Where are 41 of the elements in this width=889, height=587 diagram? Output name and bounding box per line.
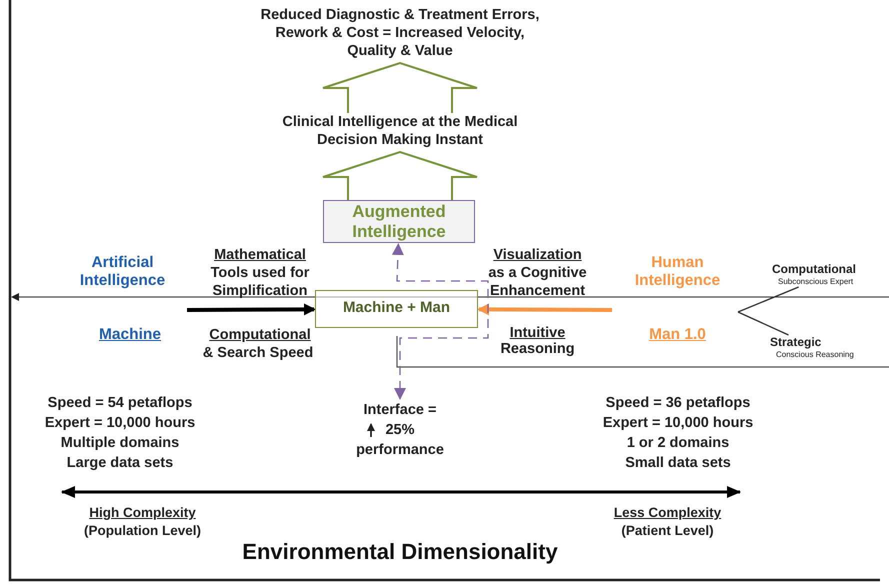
scale-sublabel: (Population Level) bbox=[82, 522, 202, 540]
stat-text: Large data sets bbox=[66, 454, 174, 472]
note-text: Interface = 25% performance bbox=[352, 400, 448, 460]
branch-line bbox=[738, 286, 799, 313]
heading-label: Visualization bbox=[492, 246, 583, 264]
category-label: Artificial Intelligence bbox=[78, 254, 166, 290]
category-label: Machine bbox=[98, 326, 162, 344]
block-arrow bbox=[322, 150, 478, 201]
stat-text: Expert = 10,000 hours bbox=[44, 414, 196, 432]
scale-label: High Complexity bbox=[88, 504, 197, 522]
stat-text: Speed = 36 petaflops bbox=[604, 394, 752, 412]
arrow bbox=[392, 243, 489, 400]
branch-sublabel: Conscious Reasoning bbox=[775, 350, 855, 360]
stat-text: Speed = 54 petaflops bbox=[46, 394, 194, 412]
heading-label: Intuitive bbox=[508, 324, 566, 342]
outcome-text: Reduced Diagnostic & Treatment Errors, Rework & Cost = Increased Velocity, Quality & Value bbox=[250, 6, 550, 60]
concept-box: Machine + Man bbox=[315, 290, 478, 328]
scale-label: Less Complexity bbox=[612, 504, 722, 522]
description-text: & Search Speed bbox=[202, 344, 314, 362]
stat-text: Expert = 10,000 hours bbox=[602, 414, 754, 432]
heading-label: Computational bbox=[208, 326, 312, 344]
concept-box: Augmented Intelligence bbox=[323, 200, 475, 243]
stat-text: Multiple domains bbox=[60, 434, 180, 452]
category-label: Human Intelligence bbox=[634, 254, 722, 290]
branch-label: Strategic bbox=[770, 335, 822, 350]
stat-text: 1 or 2 domains bbox=[626, 434, 730, 452]
heading-label: Mathematical bbox=[213, 246, 307, 264]
axis-title: Environmental Dimensionality bbox=[241, 538, 559, 566]
block-arrow bbox=[322, 62, 478, 114]
description-text: Reasoning bbox=[499, 340, 576, 358]
stat-text: Small data sets bbox=[624, 454, 732, 472]
branch-line bbox=[738, 311, 789, 336]
category-label: Man 1.0 bbox=[648, 326, 707, 344]
scale-sublabel: (Patient Level) bbox=[620, 522, 715, 540]
description-text: as a Cognitive Enhancement bbox=[487, 264, 588, 300]
description-text: Tools used for Simplification bbox=[210, 264, 310, 300]
branch-label: Computational bbox=[772, 262, 857, 277]
branch-sublabel: Subconscious Expert bbox=[777, 277, 854, 287]
outcome-text: Clinical Intelligence at the Medical Decision Making Instant bbox=[260, 113, 540, 149]
arrow bbox=[477, 303, 612, 316]
arrow bbox=[187, 303, 316, 316]
